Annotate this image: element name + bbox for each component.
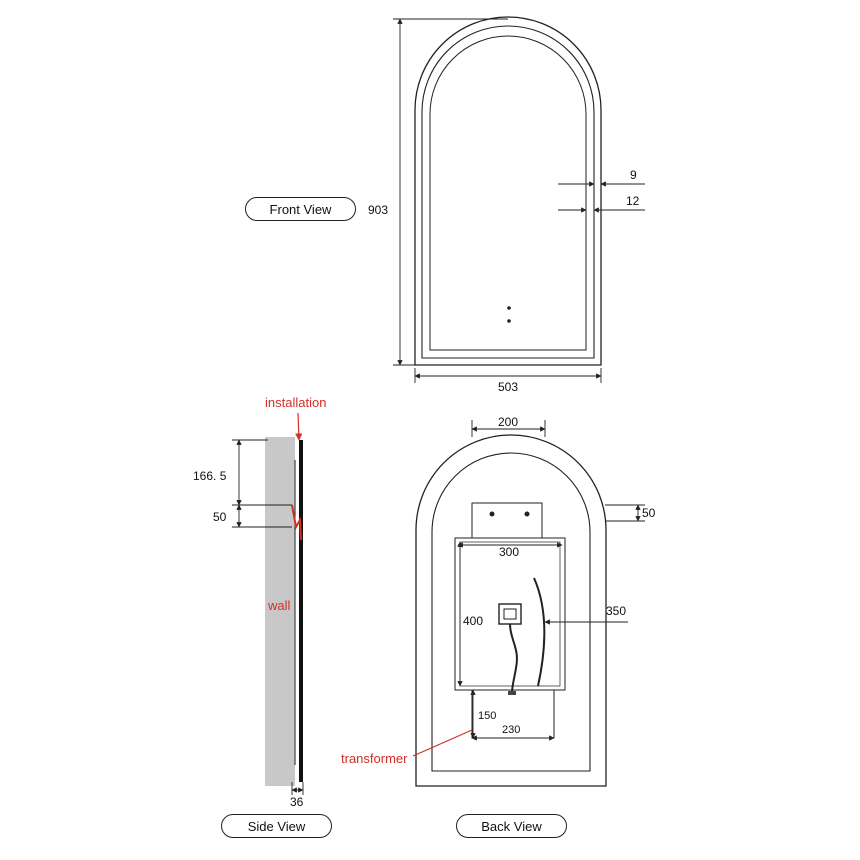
wall-bracket	[291, 504, 302, 541]
touch-sensor-dot	[507, 306, 511, 310]
front-led-band	[421, 25, 595, 359]
bracket-width-dimension: 200	[498, 415, 519, 429]
width-dimension: 503	[498, 380, 519, 394]
back-dimension-lines	[457, 420, 645, 741]
front-outer-outline	[414, 16, 602, 366]
installation-annotation: installation	[265, 395, 327, 410]
bracket-screw	[524, 511, 530, 517]
side-dimension-lines	[232, 439, 304, 795]
transformer-annotation: transformer	[341, 751, 408, 766]
front-inner-outline	[429, 35, 587, 351]
hanging-bracket	[471, 502, 543, 539]
touch-sensor-dot	[507, 319, 511, 323]
side-view-label: Side View	[221, 814, 332, 838]
wall-annotation: wall	[268, 598, 291, 613]
led-cable	[533, 577, 546, 687]
mirror-side-profile	[299, 440, 303, 782]
depth-dimension: 36	[290, 795, 304, 809]
transformer-leader	[412, 729, 473, 757]
power-cable	[509, 623, 518, 694]
back-view	[415, 434, 607, 787]
back-outer-outline	[415, 434, 607, 787]
bracket-top-dimension: 50	[642, 506, 656, 520]
height-dimension: 903	[368, 203, 389, 217]
box-height-dimension: 400	[463, 614, 484, 628]
front-view	[414, 16, 602, 366]
wall	[265, 437, 295, 786]
bracket-screw	[489, 511, 495, 517]
power-socket-inner	[503, 608, 517, 620]
installation-leader	[295, 412, 303, 441]
transformer-height-dimension: 150	[478, 710, 497, 722]
back-view-label: Back View	[456, 814, 567, 838]
box-width-dimension: 300	[499, 545, 520, 559]
frame-inner-dimension: 9	[630, 168, 637, 182]
back-inner-outline	[431, 452, 591, 772]
transformer-width-dimension: 230	[502, 724, 521, 736]
front-dimension-lines	[393, 18, 645, 383]
frame-outer-dimension: 12	[626, 194, 640, 208]
bracket-offset-dimension: 166. 5	[193, 469, 227, 483]
lead-dimension: 350	[606, 604, 627, 618]
power-socket	[498, 603, 522, 625]
bracket-height-dimension: 50	[213, 510, 227, 524]
front-view-label: Front View	[245, 197, 356, 221]
cable-connector	[508, 691, 516, 695]
